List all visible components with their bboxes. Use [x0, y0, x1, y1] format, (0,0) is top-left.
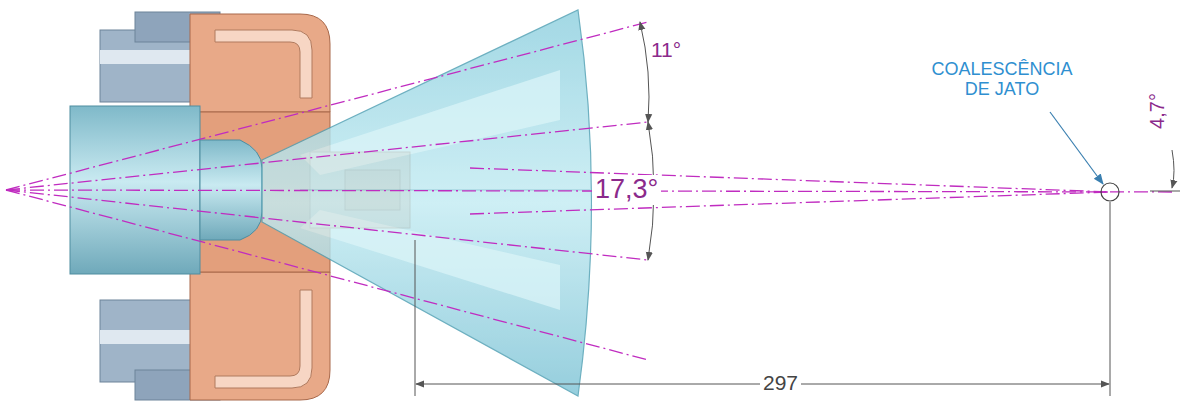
- angle-dimension: 17,3°: [592, 175, 661, 205]
- callout-label: COALESCÊNCIA DE JATO: [924, 60, 1080, 100]
- angle-dimension: 11°: [648, 38, 684, 61]
- angle-dimension: 4,7°: [1146, 90, 1168, 132]
- coalescence-point: [1050, 112, 1119, 201]
- length-dimension: 297: [760, 371, 801, 394]
- dimension-lines: [415, 22, 1180, 396]
- jet-cone: [262, 10, 592, 396]
- center-lines: [6, 22, 1176, 360]
